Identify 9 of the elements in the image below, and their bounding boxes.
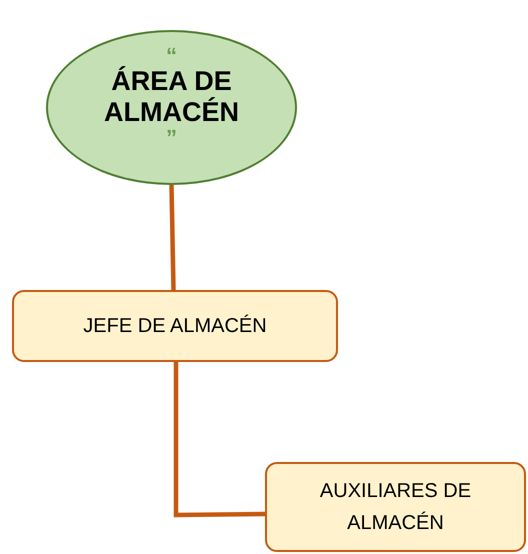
- connector-line: [174, 362, 266, 518]
- node-label: JEFE DE ALMACÉN: [83, 314, 267, 339]
- node-label: AUXILIARES DE ALMACÉN: [318, 479, 472, 536]
- role-box: [265, 462, 526, 552]
- quote-mark: ”: [166, 128, 177, 148]
- connector-line: [169, 184, 176, 290]
- role-box: [12, 290, 338, 362]
- quote-mark: “: [166, 46, 177, 66]
- node-title: ÁREA DE ALMACÉN: [103, 66, 240, 128]
